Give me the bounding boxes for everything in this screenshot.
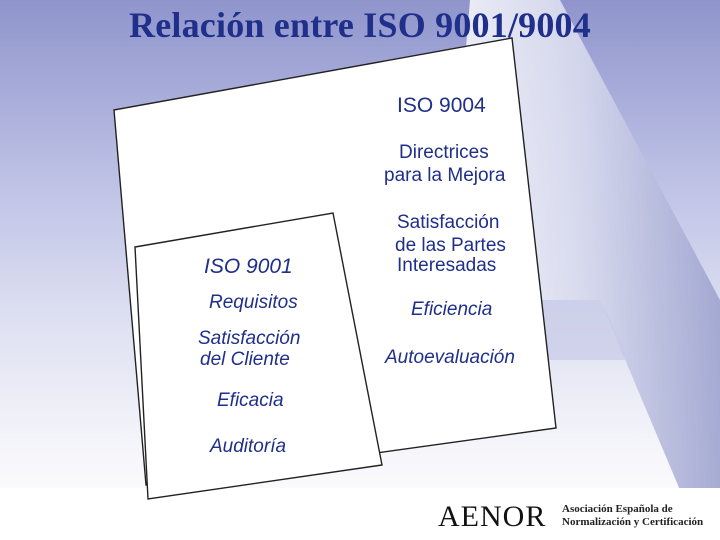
iso9004-item-satisfaccion-line3: Interesadas (397, 255, 497, 276)
iso9004-item-autoevaluacion: Autoevaluación (385, 347, 515, 368)
iso9001-item-auditoria: Auditoría (210, 436, 287, 457)
iso9001-item-satisfaccion-line2: del Cliente (200, 349, 290, 370)
iso9001-item-requisitos: Requisitos (209, 292, 298, 313)
iso9001-box (134, 212, 383, 500)
iso9004-subtitle-line1: Directrices (399, 142, 489, 163)
iso9004-subtitle-line2: para la Mejora (384, 165, 506, 186)
iso9001-item-satisfaccion-line1: Satisfacción (198, 328, 301, 349)
iso9001-item-eficacia: Eficacia (217, 390, 284, 411)
aenor-org-line1: Asociación Española de (562, 503, 673, 515)
aenor-logo-text: AENOR (438, 500, 547, 533)
iso9004-heading: ISO 9004 (397, 94, 486, 117)
iso9004-item-satisfaccion-line1: Satisfacción (397, 212, 500, 233)
iso9004-item-satisfaccion-line2: de las Partes (395, 235, 506, 256)
aenor-org-line2: Normalización y Certificación (562, 516, 704, 528)
iso9004-item-eficiencia: Eficiencia (411, 299, 493, 320)
iso9001-heading: ISO 9001 (204, 255, 293, 278)
aenor-org-name: Asociación Española de Normalización y C… (562, 503, 703, 529)
footer-band (0, 488, 720, 540)
slide-title: Relación entre ISO 9001/9004 (129, 5, 591, 45)
